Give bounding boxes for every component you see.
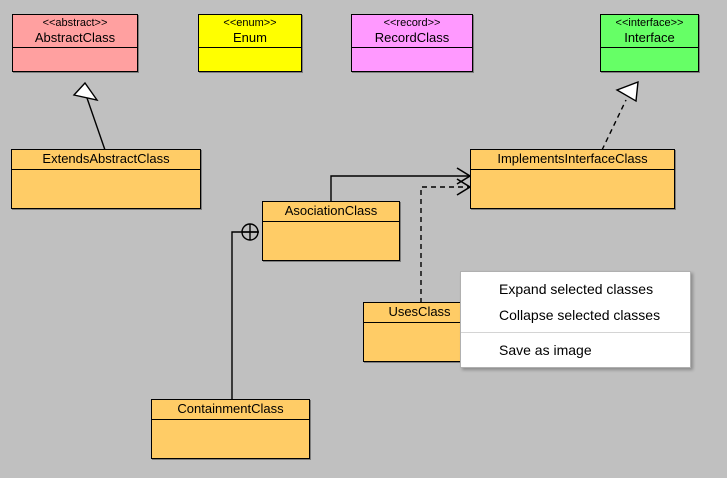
class-stereotype: <<abstract>>	[42, 17, 108, 29]
context-menu[interactable]: Expand selected classes Collapse selecte…	[460, 271, 691, 368]
class-header: ContainmentClass	[152, 400, 309, 420]
class-members-compartment	[601, 48, 698, 71]
realization-edge	[601, 80, 639, 151]
class-members-compartment	[364, 323, 475, 362]
containment-edge	[231, 223, 259, 400]
class-name: AbstractClass	[34, 30, 116, 45]
generalization-edge	[72, 81, 106, 151]
menu-item-save-as-image[interactable]: Save as image	[499, 342, 592, 358]
class-box-containment-class[interactable]: ContainmentClass	[151, 399, 310, 459]
class-name: RecordClass	[374, 30, 450, 45]
class-members-compartment	[471, 170, 674, 209]
class-box-enum[interactable]: <<enum>> Enum	[198, 14, 302, 72]
menu-separator	[461, 332, 690, 333]
class-stereotype: <<enum>>	[223, 17, 277, 29]
class-box-abstract-class[interactable]: <<abstract>> AbstractClass	[12, 14, 138, 72]
class-name: ContainmentClass	[177, 401, 284, 416]
class-name: AsociationClass	[284, 203, 378, 218]
class-name: ImplementsInterfaceClass	[497, 151, 648, 166]
class-box-asociation-class[interactable]: AsociationClass	[262, 201, 400, 261]
class-name: ExtendsAbstractClass	[42, 151, 170, 166]
class-members-compartment	[13, 48, 137, 71]
class-header: AsociationClass	[263, 202, 399, 222]
class-members-compartment	[263, 222, 399, 261]
class-members-compartment	[12, 170, 200, 209]
class-members-compartment	[199, 48, 301, 71]
class-header: <<enum>> Enum	[199, 15, 301, 48]
class-header: <<abstract>> AbstractClass	[13, 15, 137, 48]
class-header: <<interface>> Interface	[601, 15, 698, 48]
class-members-compartment	[352, 48, 472, 71]
class-header: UsesClass	[364, 303, 475, 323]
class-box-extends-abstract-class[interactable]: ExtendsAbstractClass	[11, 149, 201, 209]
menu-item-expand-selected-classes[interactable]: Expand selected classes	[499, 281, 654, 297]
class-header: ExtendsAbstractClass	[12, 150, 200, 170]
class-box-implements-interface-class[interactable]: ImplementsInterfaceClass	[470, 149, 675, 209]
menu-item-collapse-selected-classes[interactable]: Collapse selected classes	[499, 307, 661, 323]
class-name: UsesClass	[388, 304, 451, 319]
class-stereotype: <<interface>>	[615, 17, 684, 29]
class-header: ImplementsInterfaceClass	[471, 150, 674, 170]
class-box-interface[interactable]: <<interface>> Interface	[600, 14, 699, 72]
association-edge	[330, 167, 472, 202]
class-stereotype: <<record>>	[383, 17, 441, 29]
class-name: Enum	[233, 30, 267, 45]
class-header: <<record>> RecordClass	[352, 15, 472, 48]
class-box-record-class[interactable]: <<record>> RecordClass	[351, 14, 473, 72]
class-members-compartment	[152, 420, 309, 459]
class-name: Interface	[624, 30, 675, 45]
